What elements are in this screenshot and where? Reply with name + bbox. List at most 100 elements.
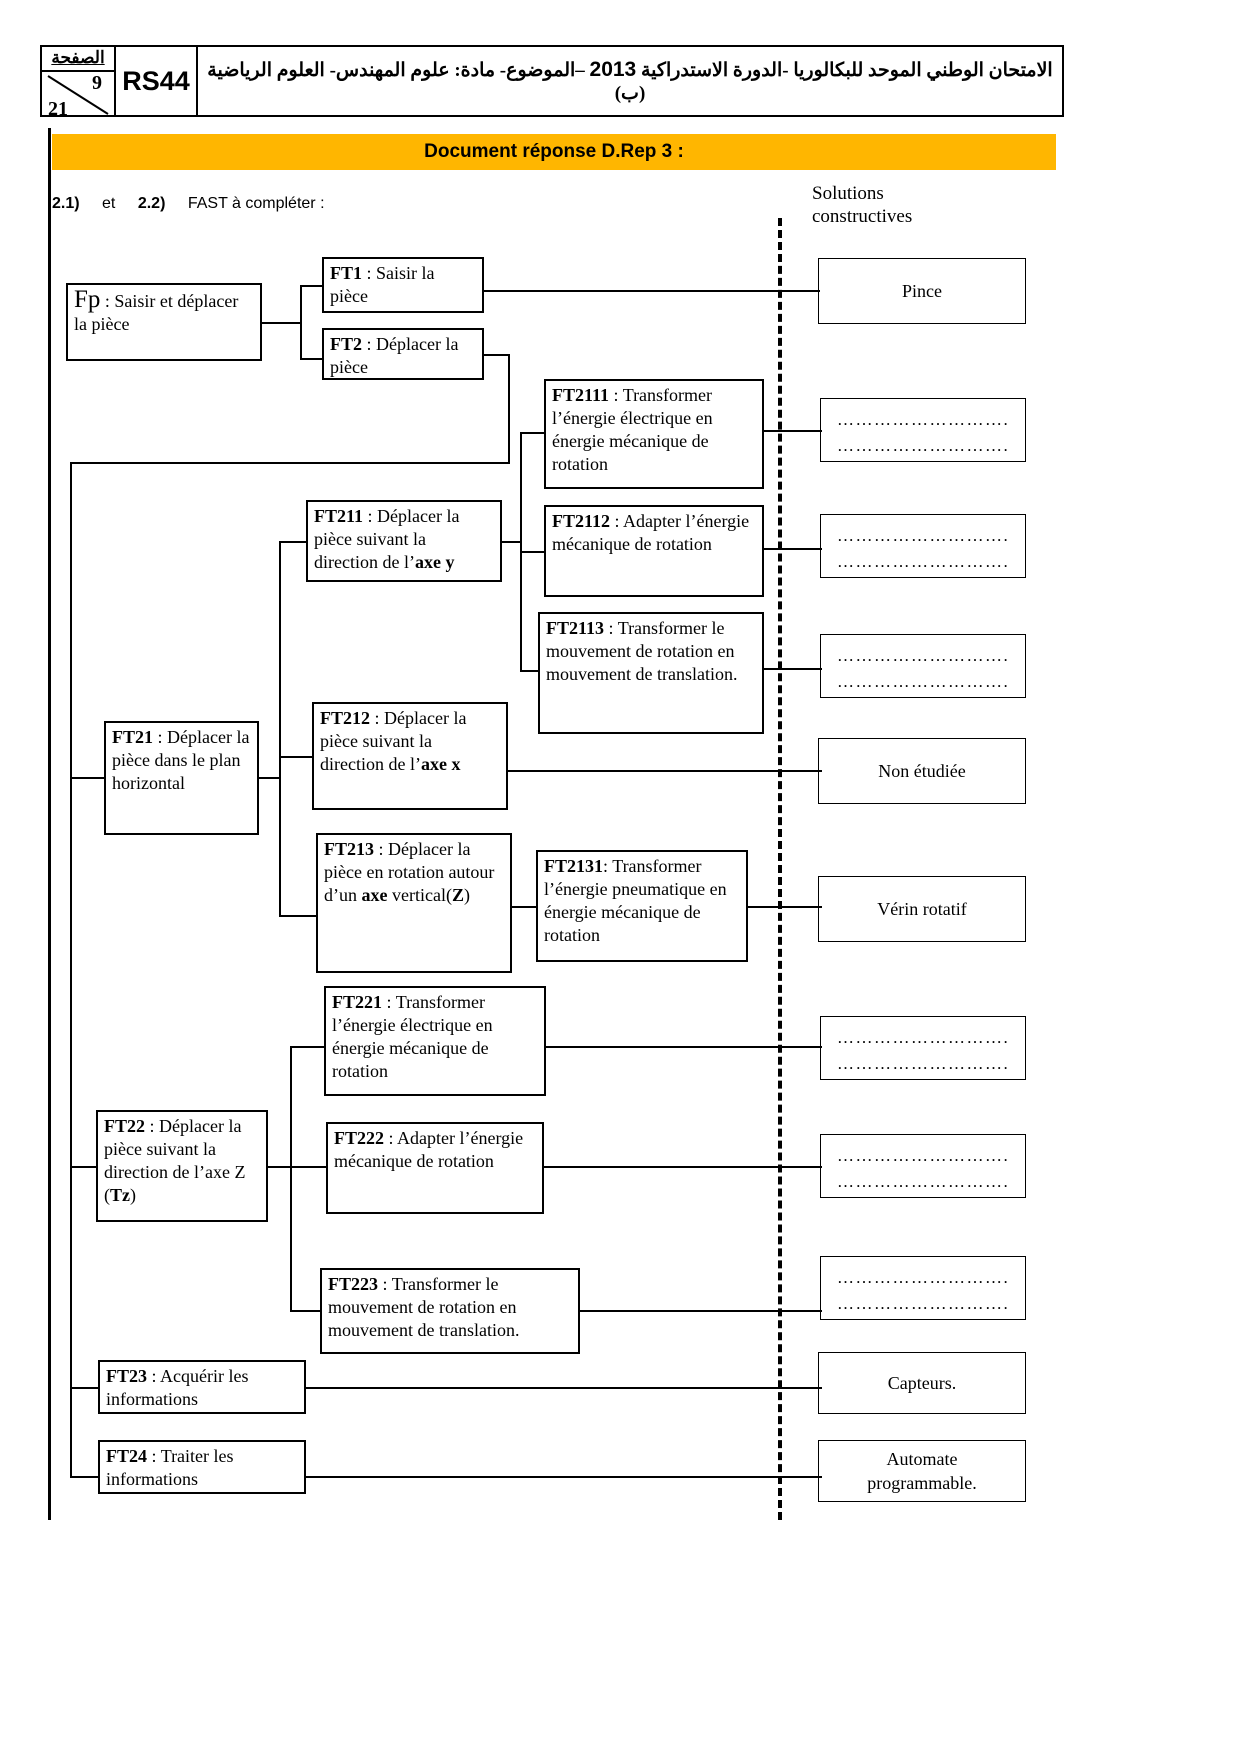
- question-number-1: 2.1): [52, 195, 80, 212]
- box-ft24-code: FT24: [106, 1446, 148, 1466]
- link-ft2112-solution: [764, 548, 822, 550]
- solutions-column-header: Solutions constructives: [812, 182, 912, 228]
- box-ft21-code: FT21: [112, 727, 154, 747]
- box-ft212: FT212 : Déplacer la pièce suivant la dir…: [312, 702, 508, 810]
- solution-blank-5[interactable]: ………………………. ……………………….: [820, 1134, 1026, 1198]
- link-ft21-vert: [279, 541, 281, 917]
- box-ft212-bold: axe x: [420, 754, 461, 774]
- box-ft22-sep: :: [145, 1116, 160, 1136]
- link-bus-ft1-ft2: [300, 285, 302, 360]
- solution-non-etudiee-label: Non étudiée: [878, 761, 966, 781]
- exam-title-left: –الموضوع- مادة: علوم المهندس- العلوم الر…: [207, 59, 585, 81]
- link-ft1-pince: [484, 290, 820, 292]
- solution-blank-2-line2: ……………………….: [837, 552, 1009, 571]
- box-ft221-sep: :: [382, 992, 396, 1012]
- box-ft211-code: FT211: [314, 506, 364, 526]
- box-ft223-text: Transformer le mouvement de rotation en …: [328, 1274, 520, 1340]
- page-current: 9: [92, 72, 102, 94]
- page-frame: [48, 128, 1056, 1520]
- box-ft2113-text: Transformer le mouvement de rotation en …: [546, 618, 738, 684]
- box-ft2113: FT2113 : Transformer le mouvement de rot…: [538, 612, 764, 734]
- document-banner: Document réponse D.Rep 3 :: [52, 134, 1056, 170]
- box-ft2131: FT2131: Transformer l’énergie pneumatiqu…: [536, 850, 748, 962]
- box-ft2131-text: Transformer l’énergie pneumatique en éne…: [544, 856, 727, 945]
- box-ft211-sep: :: [363, 506, 378, 526]
- box-ft2112-sep: :: [610, 511, 624, 531]
- solution-automate-line2: programmable.: [867, 1473, 977, 1493]
- solution-automate: Automate programmable.: [818, 1440, 1026, 1502]
- solution-blank-2[interactable]: ………………………. ……………………….: [820, 514, 1026, 578]
- box-ft222-code: FT222: [334, 1128, 385, 1148]
- solution-capteurs: Capteurs.: [818, 1352, 1026, 1414]
- link-trunk-ft21: [70, 777, 106, 779]
- diagonal-slash-icon: [47, 75, 109, 115]
- box-ft212-text: Déplacer la pièce suivant la direction d…: [320, 708, 467, 774]
- solution-blank-2-line1: ……………………….: [837, 526, 1009, 545]
- box-ft2131-sep: :: [603, 856, 613, 876]
- link-bus-ft2: [300, 358, 324, 360]
- solution-verin-label: Vérin rotatif: [877, 899, 967, 919]
- solution-blank-5-line2: ……………………….: [837, 1172, 1009, 1191]
- solution-pince: Pince: [818, 258, 1026, 324]
- link-trunk-ft22: [70, 1166, 98, 1168]
- box-ft2111-text: Transformer l’énergie électrique en éner…: [552, 385, 713, 474]
- link-trunk-ft24: [70, 1476, 100, 1478]
- box-ft21-text: Déplacer la pièce dans le plan horizonta…: [112, 727, 250, 793]
- box-ft23-sep: :: [147, 1366, 161, 1386]
- solution-blank-4[interactable]: ………………………. ……………………….: [820, 1016, 1026, 1080]
- solution-blank-3[interactable]: ………………………. ……………………….: [820, 634, 1026, 698]
- box-ft211-bold: axe y: [414, 552, 455, 572]
- box-ft211-text: Déplacer la pièce suivant la direction d…: [314, 506, 460, 572]
- box-ft23: FT23 : Acquérir les informations: [98, 1360, 306, 1414]
- box-ft213-tail: vertical(: [387, 885, 452, 905]
- solution-blank-1-line1: ……………………….: [837, 410, 1009, 429]
- link-bus-ft1: [300, 285, 324, 287]
- box-ft222: FT222 : Adapter l’énergie mécanique de r…: [326, 1122, 544, 1214]
- box-ft2113-sep: :: [604, 618, 618, 638]
- column-separator: [778, 218, 782, 1520]
- link-ft21-ft213: [279, 915, 317, 917]
- exam-title-line1: الامتحان الوطني الموحد للبكالوريا -الدور…: [207, 58, 1052, 82]
- question-text: FAST à compléter :: [187, 195, 325, 212]
- solution-non-etudiee: Non étudiée: [818, 738, 1026, 804]
- solution-blank-1-line2: ……………………….: [837, 436, 1009, 455]
- box-ft223: FT223 : Transformer le mouvement de rota…: [320, 1268, 580, 1354]
- box-ft1-code: FT1: [330, 263, 363, 283]
- solution-blank-6[interactable]: ………………………. ……………………….: [820, 1256, 1026, 1320]
- solution-blank-6-line1: ……………………….: [837, 1268, 1009, 1287]
- link-ft22-ft223: [290, 1310, 322, 1312]
- exam-title-box: الامتحان الوطني الموحد للبكالوريا -الدور…: [198, 45, 1064, 117]
- solutions-header-line2: constructives: [812, 206, 913, 227]
- link-ft2131-solution: [748, 906, 822, 908]
- question-conjunction: et: [102, 195, 116, 212]
- box-ft22: FT22 : Déplacer la pièce suivant la dire…: [96, 1110, 268, 1222]
- box-ft222-sep: :: [384, 1128, 398, 1148]
- box-ft23-code: FT23: [106, 1366, 148, 1386]
- box-ft221-text: Transformer l’énergie électrique en éner…: [332, 992, 493, 1081]
- box-ft21-sep: :: [153, 727, 168, 747]
- box-ft2-text: Déplacer la pièce: [330, 334, 459, 377]
- box-ft223-sep: :: [378, 1274, 392, 1294]
- box-ft213: FT213 : Déplacer la pièce en rotation au…: [316, 833, 512, 973]
- box-ft24: FT24 : Traiter les informations: [98, 1440, 306, 1494]
- solution-blank-4-line1: ……………………….: [837, 1028, 1009, 1047]
- link-ft2111-solution: [764, 430, 822, 432]
- box-ft2112-text: Adapter l’énergie mécanique de rotation: [552, 511, 750, 554]
- box-ft223-code: FT223: [328, 1274, 379, 1294]
- box-ft212-code: FT212: [320, 708, 371, 728]
- link-ft23-solution: [306, 1387, 822, 1389]
- box-fp-text: Saisir et déplacer la pièce: [74, 291, 239, 334]
- link-fp-bus: [262, 322, 302, 324]
- box-ft1-text: Saisir la pièce: [330, 263, 435, 306]
- link-ft21-ft212: [279, 756, 313, 758]
- box-ft2131-code: FT2131: [544, 856, 604, 876]
- solution-automate-line1: Automate: [886, 1449, 958, 1469]
- solution-pince-label: Pince: [902, 281, 942, 301]
- box-ft213-bold: axe: [361, 885, 388, 905]
- link-ft22-right: [268, 1166, 292, 1168]
- box-ft213-sep: :: [374, 839, 389, 859]
- solution-blank-1[interactable]: ………………………. ……………………….: [820, 398, 1026, 462]
- link-ft2-right: [484, 354, 510, 356]
- solution-blank-6-line2: ……………………….: [837, 1294, 1009, 1313]
- link-ft21-ft211: [279, 541, 307, 543]
